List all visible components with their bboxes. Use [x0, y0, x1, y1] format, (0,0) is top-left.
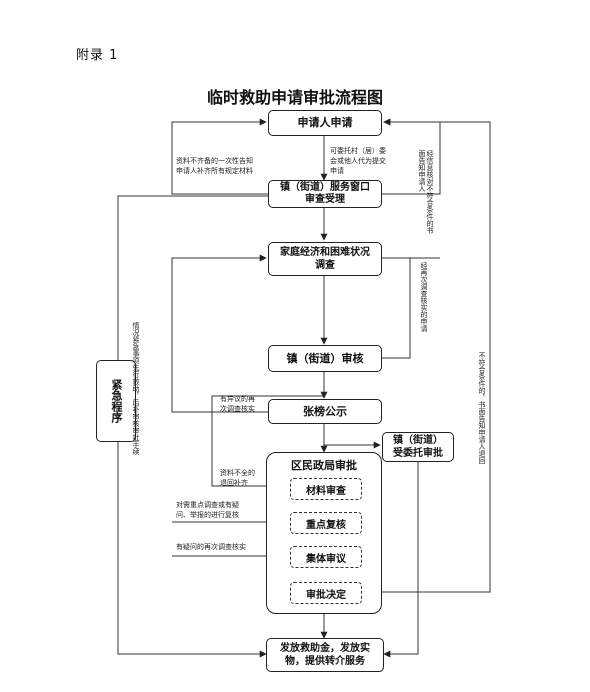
service-window-box: 镇（街道）服务窗口 审查受理 — [268, 180, 382, 208]
note-survey-fail: 经再次调查核实的申请 — [420, 262, 428, 332]
loop-publicity-survey — [171, 254, 268, 413]
line-window-emergency — [117, 195, 268, 360]
material-review-step: 材料审查 — [290, 478, 362, 500]
return-review — [382, 258, 411, 359]
key-check-step: 重点复核 — [290, 512, 362, 534]
loop-incomplete — [171, 118, 268, 195]
note-not-qualified: 不符合条件的，书面告知申请人退回 — [478, 352, 486, 464]
note-emergency: 情况紧急事项先行救助，后补审核审批手续 — [132, 322, 140, 455]
note-incomplete-return: 资料不全的 退回补齐 — [220, 469, 255, 487]
payout-box: 发放救助金，发放实 物，提供转介服务 — [266, 638, 384, 672]
emergency-procedure-box: 紧急程序 — [96, 360, 136, 442]
approval-decision-step: 审批决定 — [290, 582, 362, 604]
publicity-box: 张榜公示 — [268, 399, 382, 424]
appendix-label: 附录 1 — [76, 48, 119, 63]
line-emergency-payout — [117, 442, 267, 658]
arrow-delegated-payout — [383, 458, 419, 658]
note-entrusted: 可委托村（居）委 会或他人代为提交 申请 — [330, 147, 386, 175]
delegated-approval-box: 镇（街道） 受委托审批 — [382, 432, 454, 462]
page-title: 临时救助申请审批流程图 — [206, 88, 383, 107]
review-box: 镇（街道）审核 — [268, 345, 382, 372]
return-not-qualified — [362, 118, 491, 593]
apply-box: 申请人申请 — [268, 110, 382, 136]
note-objection: 有异议的再 次调查核实 — [220, 395, 255, 413]
note-info-check-fail: 经信息核对不符合条件的书面告知申请人 — [418, 150, 434, 234]
survey-box: 家庭经济和困难状况 调查 — [268, 242, 382, 276]
note-incomplete-materials: 资料不齐备的一次性告知 申请人补齐所有规定材料 — [176, 157, 253, 175]
note-key-check: 对需重点调查或有疑 问、举报的进行复核 — [176, 501, 239, 519]
collective-review-step: 集体审议 — [290, 546, 362, 568]
loop-material-review — [211, 395, 324, 487]
note-doubt-recheck: 有疑问的再次调查核实 — [176, 543, 246, 551]
